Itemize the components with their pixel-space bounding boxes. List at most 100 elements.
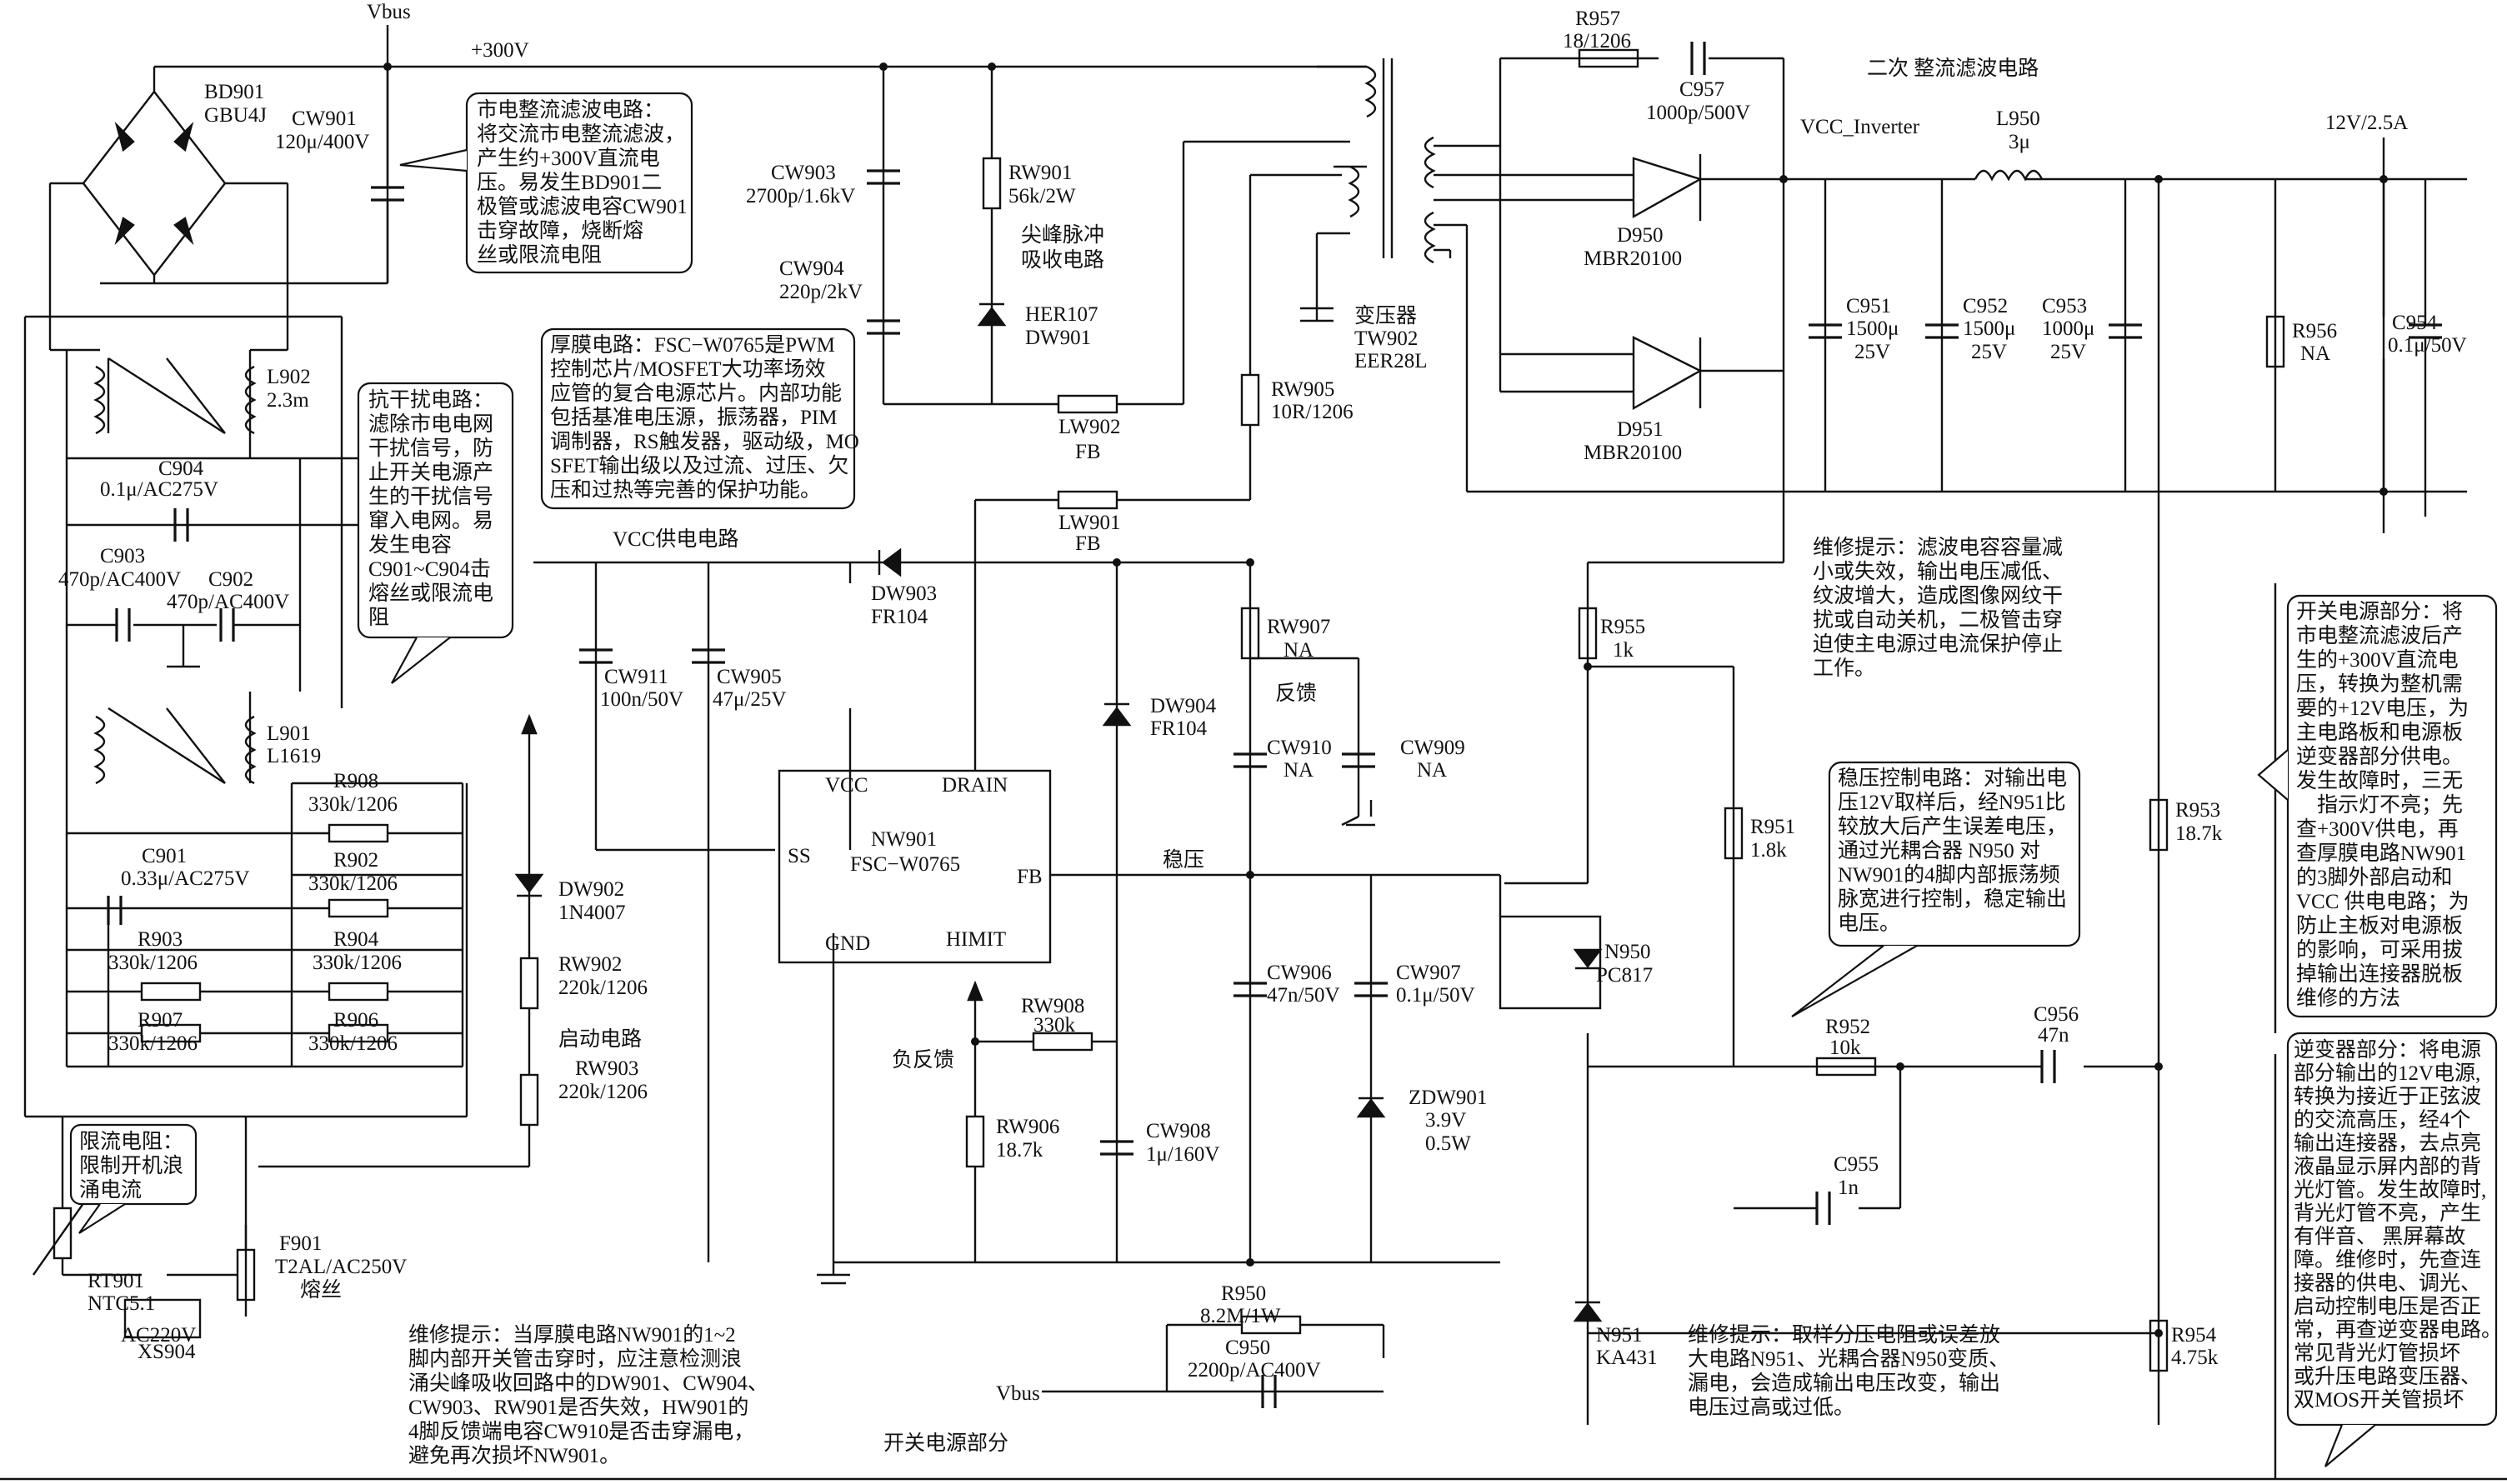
rail-vcc-inverter: VCC_Inverter [1800,116,1920,138]
part-cw901-2: 120μ/400V [275,131,369,153]
part-c902-1: C902 [208,568,253,591]
resistors-emi [140,823,389,1043]
part-r954-1: R954 [2171,1324,2217,1347]
part-dw902-2: 1N4007 [558,902,626,924]
cap-c903-c902 [115,608,235,642]
note-inverter-info-line: 常，再查逆变器电路。 [2294,1318,2502,1342]
part-c903-2: 470p/AC400V [58,568,181,591]
inductor-l901 [93,707,257,785]
part-cw905-1: CW905 [717,666,782,688]
caps-cw906-cw907 [1233,982,1388,997]
part-n951-1: N951 [1596,1324,1643,1347]
part-cw906-1: CW906 [1267,962,1332,984]
ic-name-1: NW901 [871,828,937,851]
part-r950-1: R950 [1221,1282,1266,1305]
note-switch-info-line: 维修的方法 [2296,987,2400,1010]
part-n950-1: N950 [1604,941,1651,963]
part-l902-2: 2.3m [267,389,309,412]
part-r904-1: R904 [333,928,379,951]
part-zdw901-3: 0.5W [1425,1132,1471,1155]
part-lw902-1: LW902 [1058,416,1121,438]
note-emi-line: 抗干扰电路： [368,388,493,412]
part-r957-2: 18/1206 [1563,30,1631,52]
section-secondary: 二次 整流滤波电路 [1867,57,2039,80]
part-rw903-1: RW903 [575,1057,638,1080]
section-switch-part: 开关电源部分 [883,1432,1008,1455]
note-inverter-info-line: 转换为接近于正弦波 [2294,1085,2481,1108]
part-r908-1: R908 [333,770,378,792]
bridge-rectifier [82,90,227,277]
part-rw902-1: RW902 [558,953,622,976]
note-switch-info-line: 生的+300V直流电 [2296,648,2459,672]
note-regulation-line: 电压。 [1838,912,1900,935]
part-xs904: XS904 [138,1341,196,1363]
part-c954-2: 0.1μ/50V [2388,334,2467,357]
part-r955-2: 1k [1613,639,1634,662]
part-zdw901-1: ZDW901 [1409,1087,1487,1109]
part-d951-1: D951 [1617,418,1664,441]
note-repair3: 维修提示：取样分压电阻或误差放大电路N951、光耦合器N950变质、漏电，会造成… [1688,1323,2009,1419]
note-regulation-line: 稳压控制电路：对输出电 [1838,767,2067,790]
inductor-l902 [93,357,257,435]
cap-cw908 [1100,1140,1133,1156]
part-c953-1: C953 [2042,295,2087,317]
part-c950-2: 2200p/AC400V [1188,1359,1321,1382]
part-c951-1: C951 [1846,295,1891,317]
note-inrush-line: 限制开机浪 [79,1154,183,1177]
note-inverter-info-line: 背光灯管不亮，产生 [2294,1202,2481,1225]
part-dw904-2: FR104 [1150,717,1208,740]
note-regulation-line: 脉宽进行控制，稳定输出 [1838,887,2067,911]
part-c956-1: C956 [2034,1003,2079,1026]
part-f901-1: F901 [279,1232,322,1255]
part-rw907-2: NA [1284,639,1314,662]
note-inverter-info-line: 双MOS开关管损坏 [2294,1388,2464,1412]
caps-cw910-cw909 [1233,752,1375,768]
caps-cw911-cw905 [579,648,725,664]
part-lw901-1: LW901 [1058,512,1121,534]
ic-name-2: FSC−W0765 [850,853,960,876]
note-switch-info-line: 的影响，可采用拔 [2296,938,2463,962]
part-dw904-1: DW904 [1150,695,1217,717]
part-f901-2: T2AL/AC250V [275,1256,407,1278]
part-her107-1: HER107 [1025,303,1098,326]
resistor-r956 [2265,315,2285,368]
note-emi-line: 止开关电源产 [368,461,493,484]
note-repair3-line: 电压过高或过低。 [1688,1396,1854,1419]
note-switch-info-line: 查厚膜电路NW901 [2296,842,2466,865]
note-inverter-info-lines: 逆变器部分：将电源部分输出的12V电源,转换为接近于正弦波的交流高压，经4个输出… [2294,1038,2502,1412]
note-repair1: 维修提示：当厚膜电路NW901的1~2脚内部开关管击穿时，应注意检测浪涌尖峰吸收… [408,1323,768,1467]
part-cw911-1: CW911 [604,666,668,688]
part-c957-2: 1000p/500V [1646,102,1750,124]
note-regulation-line: 压12V取样后，经N951比 [1838,791,2066,814]
junctions [383,62,2388,1337]
part-n950-2: PC817 [1596,964,1653,987]
part-l950-1: L950 [1996,107,2040,130]
part-cw908-2: 1μ/160V [1146,1143,1219,1166]
note-switch-info-line: 查+300V供电，再 [2296,817,2459,841]
part-r953-1: R953 [2175,799,2220,822]
note-switch-info: 开关电源部分：将市电整流滤波后产生的+300V直流电压，转换为整机需要的+12V… [2257,594,2498,1018]
part-l902-1: L902 [267,366,311,388]
feedback-parts [965,980,1093,1168]
part-cw901-1: CW901 [292,107,357,130]
part-bd901-1: BD901 [204,81,264,103]
snubber-caps [867,169,900,335]
cap-c950 [1261,1375,1277,1408]
part-r957-1: R957 [1575,7,1620,30]
part-cw904-1: CW904 [779,257,844,280]
part-c954-1: C954 [2392,312,2438,334]
start-circuit-parts [514,713,544,1127]
part-l901-2: L1619 [267,745,321,767]
diode-d951 [1632,336,1703,411]
part-f901-3: 熔丝 [300,1278,342,1302]
part-rw901-1: RW901 [1008,162,1072,184]
note-inverter-info-line: 的交流高压，经4个 [2294,1108,2471,1132]
note-repair2-lines: 维修提示：滤波电容容量减小或失效，输出电压减低、纹波增大，造成图像网纹干扰或自动… [1813,536,2063,680]
part-r950-2: 8.2M/1W [1200,1305,1281,1327]
note-rectifier-line: 将交流市电整流滤波， [477,122,685,146]
section-start: 启动电路 [558,1027,642,1051]
wires [0,25,2507,1481]
part-cw910-1: CW910 [1267,737,1332,759]
